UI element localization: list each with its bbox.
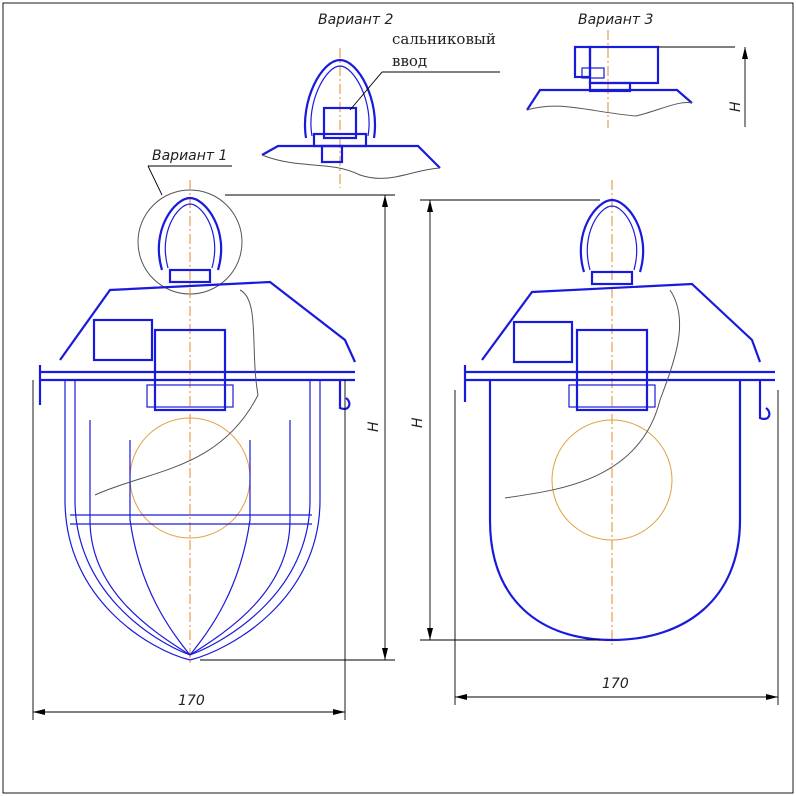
variant-2-label: Вариант 2 bbox=[318, 12, 394, 28]
cage-ring bbox=[70, 514, 312, 525]
callout-line-1: сальниковый bbox=[392, 30, 496, 48]
hook-icon bbox=[157, 196, 223, 271]
height-label: H bbox=[410, 417, 426, 428]
hook-icon bbox=[303, 58, 377, 139]
height-label: H bbox=[728, 101, 744, 112]
variant-1-label: Вариант 1 bbox=[152, 148, 227, 164]
variant-3-detail: Вариант 3 H bbox=[526, 12, 748, 128]
bulb bbox=[551, 419, 673, 541]
glass bbox=[64, 380, 321, 661]
hook-icon bbox=[579, 198, 645, 273]
variant-1-lamp: Вариант 1 H 170 bbox=[32, 148, 395, 720]
socket bbox=[153, 328, 227, 412]
variant-right-lamp: H 170 bbox=[410, 180, 779, 705]
variant-2-detail: Вариант 2 сальниковый ввод bbox=[261, 12, 500, 188]
callout-line-2: ввод bbox=[392, 52, 427, 70]
glass bbox=[488, 380, 742, 642]
width-label: 170 bbox=[178, 693, 205, 709]
variant-3-label: Вариант 3 bbox=[578, 12, 653, 28]
height-label: H bbox=[366, 421, 382, 432]
width-label: 170 bbox=[602, 676, 629, 692]
